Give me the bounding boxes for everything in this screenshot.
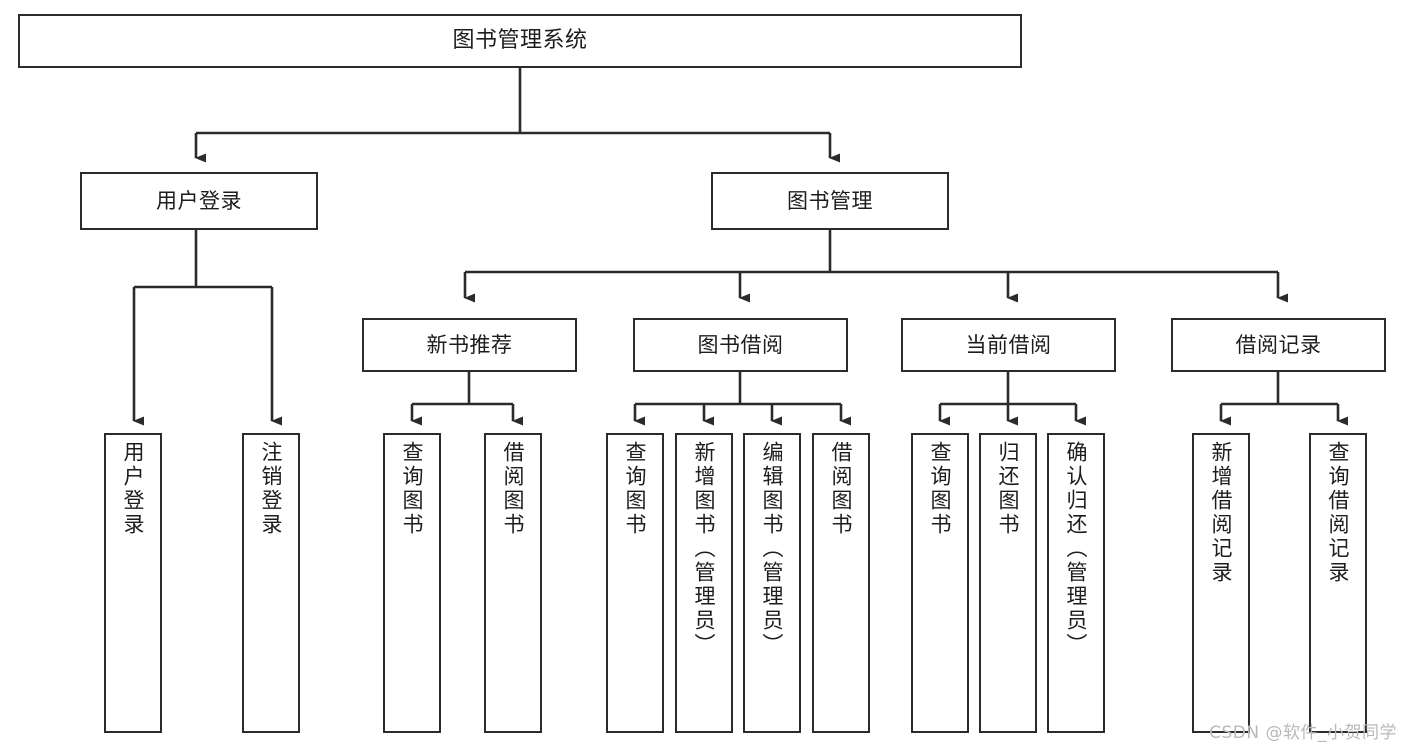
node-label: 新增借阅记录 [1209, 441, 1234, 585]
leaf-current-query-book[interactable]: 查询图书 [911, 433, 969, 733]
node-label: 归还图书 [996, 441, 1021, 537]
node-label: 注销登录 [259, 441, 284, 537]
leaf-borrow-add-book-admin[interactable]: 新增图书（管理员） [675, 433, 733, 733]
node-label: 借阅图书 [501, 441, 526, 537]
leaf-borrow-edit-book-admin[interactable]: 编辑图书（管理员） [743, 433, 801, 733]
node-root-system[interactable]: 图书管理系统 [18, 14, 1022, 68]
node-label: 借阅记录 [1235, 332, 1322, 357]
node-label: 查询借阅记录 [1326, 441, 1351, 585]
node-label: 图书管理 [787, 188, 873, 213]
node-label: 确认归还（管理员） [1064, 441, 1089, 657]
node-label: 查询图书 [400, 441, 425, 537]
node-label: 图书管理系统 [452, 28, 588, 54]
leaf-recommend-borrow-book[interactable]: 借阅图书 [484, 433, 542, 733]
node-borrow-record[interactable]: 借阅记录 [1171, 318, 1386, 372]
node-label: 用户登录 [121, 441, 146, 537]
node-book-borrow[interactable]: 图书借阅 [633, 318, 848, 372]
leaf-user-login[interactable]: 用户登录 [104, 433, 162, 733]
node-current-borrow[interactable]: 当前借阅 [901, 318, 1116, 372]
leaf-current-return-book[interactable]: 归还图书 [979, 433, 1037, 733]
node-label: 用户登录 [156, 188, 242, 213]
node-label: 图书借阅 [697, 332, 784, 357]
leaf-record-query-borrow-record[interactable]: 查询借阅记录 [1309, 433, 1367, 733]
leaf-recommend-query-book[interactable]: 查询图书 [383, 433, 441, 733]
leaf-record-add-borrow-record[interactable]: 新增借阅记录 [1192, 433, 1250, 733]
node-book-management[interactable]: 图书管理 [711, 172, 949, 230]
leaf-borrow-query-book[interactable]: 查询图书 [606, 433, 664, 733]
leaf-current-confirm-return-admin[interactable]: 确认归还（管理员） [1047, 433, 1105, 733]
node-label: 新增图书（管理员） [692, 441, 717, 657]
leaf-logout[interactable]: 注销登录 [242, 433, 300, 733]
csdn-watermark: CSDN @软件_小贺同学 [1209, 723, 1397, 743]
node-label: 查询图书 [928, 441, 953, 537]
node-label: 编辑图书（管理员） [760, 441, 785, 657]
node-label: 查询图书 [623, 441, 648, 537]
node-label: 当前借阅 [965, 332, 1052, 357]
node-label: 新书推荐 [426, 332, 513, 357]
leaf-borrow-borrow-book[interactable]: 借阅图书 [812, 433, 870, 733]
node-label: 借阅图书 [829, 441, 854, 537]
node-new-book-recommend[interactable]: 新书推荐 [362, 318, 577, 372]
node-user-login[interactable]: 用户登录 [80, 172, 318, 230]
